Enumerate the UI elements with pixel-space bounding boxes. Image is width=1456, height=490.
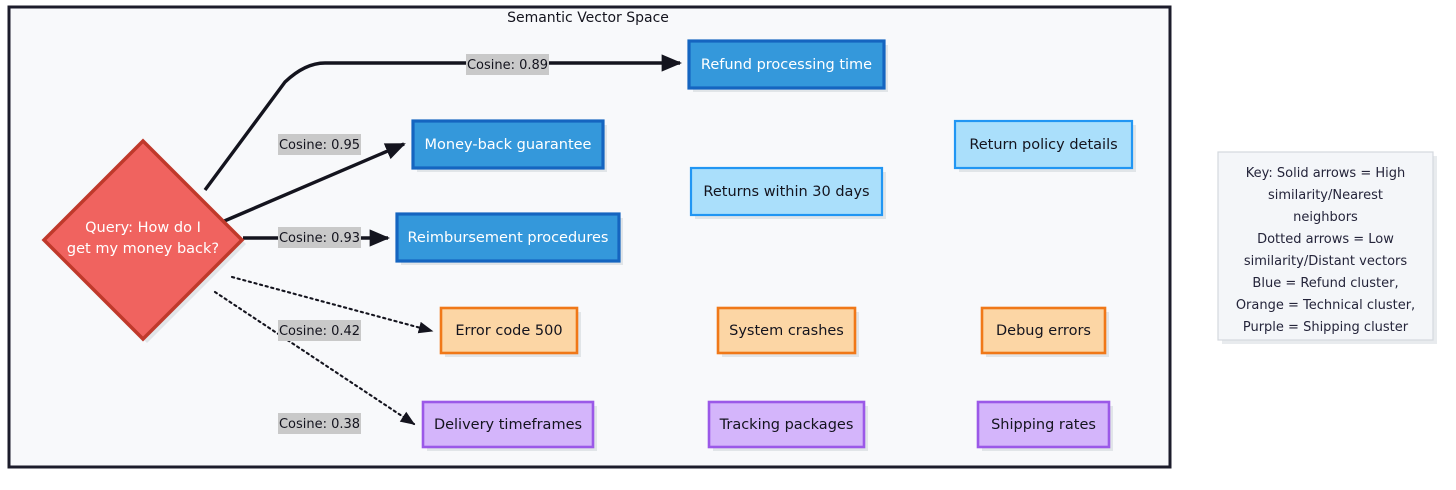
node-label: Error code 500 <box>455 323 562 339</box>
node-system-crashes[interactable]: System crashes <box>716 306 859 357</box>
edge-label-text: Cosine: 0.95 <box>279 138 360 153</box>
node-refund-processing-time[interactable]: Refund processing time <box>687 39 888 92</box>
node-label: Reimbursement procedures <box>408 230 609 246</box>
edge-label-error-code-500: Cosine: 0.42 <box>278 320 361 341</box>
node-label: System crashes <box>729 323 844 339</box>
edge-labels-layer: Cosine: 0.89 Cosine: 0.95 Cosine: 0.93 C… <box>278 54 549 434</box>
node-label: Delivery timeframes <box>434 417 582 433</box>
node-label: Returns within 30 days <box>703 184 869 200</box>
node-box <box>980 306 1107 355</box>
edges-layer <box>203 54 683 426</box>
edge-label-text: Cosine: 0.42 <box>279 324 360 339</box>
node-box <box>421 400 595 449</box>
node-reimbursement-procedures[interactable]: Reimbursement procedures <box>395 212 623 265</box>
query-node-label-line1: Query: How do I <box>85 220 201 236</box>
node-debug-errors[interactable]: Debug errors <box>980 306 1109 357</box>
edge-label-reimbursement-procedures: Cosine: 0.93 <box>278 227 361 248</box>
legend-line: Blue = Refund cluster, <box>1252 276 1398 291</box>
edge-path-refund-processing-time <box>203 54 683 192</box>
node-label: Shipping rates <box>991 417 1096 433</box>
query-node[interactable]: Query: How do I get my money back? <box>41 138 246 343</box>
frame-title: Semantic Vector Space <box>507 10 669 26</box>
legend-line: Purple = Shipping cluster <box>1243 320 1409 335</box>
node-box <box>707 400 866 449</box>
node-label: Money-back guarantee <box>425 137 592 153</box>
node-delivery-timeframes[interactable]: Delivery timeframes <box>421 400 597 451</box>
legend-box: Key: Solid arrows = High similarity/Near… <box>1217 151 1437 344</box>
node-error-code-500[interactable]: Error code 500 <box>439 306 581 357</box>
node-box <box>689 166 884 217</box>
legend-line: similarity/Distant vectors <box>1244 254 1408 269</box>
node-box <box>953 119 1134 170</box>
node-money-back-guarantee[interactable]: Money-back guarantee <box>411 119 607 172</box>
node-label: Debug errors <box>996 323 1091 339</box>
node-tracking-packages[interactable]: Tracking packages <box>707 400 868 451</box>
node-box <box>395 212 621 263</box>
edge-label-text: Cosine: 0.38 <box>279 417 360 432</box>
edge-path-error-code-500 <box>230 275 434 334</box>
edge-label-text: Cosine: 0.93 <box>279 231 360 246</box>
query-node-diamond <box>41 138 245 342</box>
node-label: Tracking packages <box>719 417 854 433</box>
node-shipping-rates[interactable]: Shipping rates <box>976 400 1113 451</box>
legend-background <box>1217 151 1434 341</box>
legend-line: Key: Solid arrows = High <box>1246 166 1406 181</box>
edge-label-text: Cosine: 0.89 <box>467 58 548 73</box>
legend-line: Dotted arrows = Low <box>1257 232 1394 247</box>
legend-line: Orange = Technical cluster, <box>1236 298 1415 313</box>
legend-line: neighbors <box>1293 210 1358 225</box>
node-label: Return policy details <box>969 137 1117 153</box>
node-box <box>976 400 1111 449</box>
legend-line: similarity/Nearest <box>1268 188 1383 203</box>
edge-label-refund-processing-time: Cosine: 0.89 <box>466 54 549 75</box>
edge-path-delivery-timeframes <box>213 290 416 426</box>
node-box <box>439 306 579 355</box>
node-box <box>411 119 605 170</box>
node-label: Refund processing time <box>701 57 872 73</box>
edge-label-delivery-timeframes: Cosine: 0.38 <box>278 413 361 434</box>
edge-label-money-back-guarantee: Cosine: 0.95 <box>278 134 361 155</box>
node-returns-within-30-days[interactable]: Returns within 30 days <box>689 166 886 219</box>
node-box <box>687 39 886 90</box>
node-box <box>716 306 857 355</box>
edge-path-money-back-guarantee <box>221 142 406 224</box>
node-return-policy-details[interactable]: Return policy details <box>953 119 1136 172</box>
query-node-label-line2: get my money back? <box>67 241 219 257</box>
